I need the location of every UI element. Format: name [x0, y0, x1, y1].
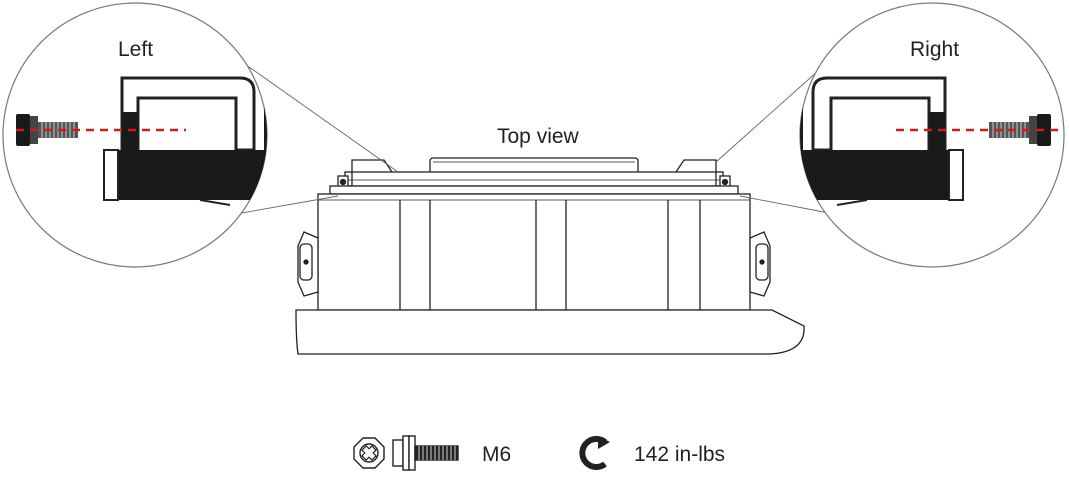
- left-label: Left: [118, 38, 153, 61]
- torque-value: 142 in-lbs: [634, 443, 725, 466]
- bolt-with-washer-icon: [392, 435, 459, 471]
- torque-spec: 142 in-lbs: [579, 436, 725, 470]
- right-label: Right: [910, 38, 959, 61]
- phillips-head-icon: [353, 437, 385, 469]
- torque-arrow-icon: [579, 436, 610, 470]
- device-top-view: [295, 157, 805, 355]
- fastener-spec: M6: [353, 435, 511, 471]
- right-detail-magnifier: Right: [799, 2, 1065, 268]
- fastener-size: M6: [482, 443, 511, 466]
- left-detail-magnifier: Left: [2, 2, 268, 268]
- callout-lines: [235, 61, 835, 215]
- top-view-label: Top view: [497, 125, 580, 148]
